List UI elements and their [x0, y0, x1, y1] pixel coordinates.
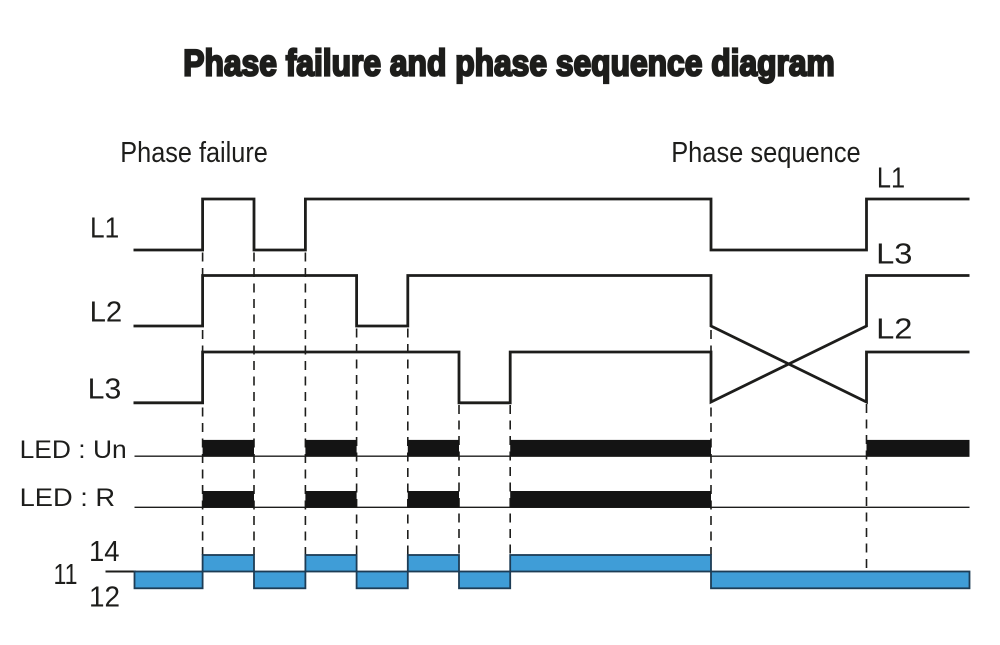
- svg-text:L3: L3: [876, 239, 912, 271]
- svg-text:Phase sequence: Phase sequence: [671, 137, 861, 169]
- svg-text:Phase failure and phase sequen: Phase failure and phase sequence diagram: [183, 42, 835, 84]
- svg-text:L1: L1: [877, 163, 905, 195]
- svg-text:11: 11: [54, 559, 78, 591]
- svg-text:12: 12: [89, 582, 120, 614]
- svg-text:L1: L1: [90, 212, 119, 244]
- svg-text:LED : R: LED : R: [20, 484, 116, 512]
- svg-text:Phase failure: Phase failure: [120, 137, 267, 169]
- svg-text:L2: L2: [90, 297, 123, 329]
- svg-text:L2: L2: [876, 314, 912, 346]
- svg-text:14: 14: [89, 536, 120, 568]
- svg-text:LED : Un: LED : Un: [20, 436, 127, 464]
- svg-text:L3: L3: [88, 374, 122, 406]
